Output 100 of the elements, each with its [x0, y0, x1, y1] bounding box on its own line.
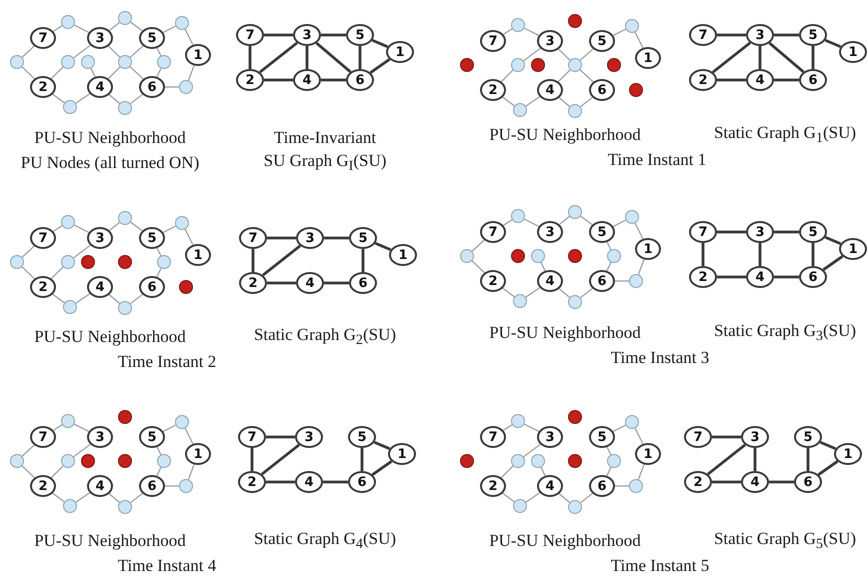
caption: Time Instant 3 [610, 348, 710, 368]
active-primary-node [61, 255, 75, 269]
connector-line [502, 492, 515, 502]
user-node: 6 [794, 471, 822, 493]
connector-line [812, 46, 814, 69]
active-primary-node [81, 55, 95, 69]
user-node: 6 [349, 272, 377, 294]
user-node: 5 [346, 24, 374, 46]
user-node: 7 [684, 426, 712, 448]
connector-line [580, 216, 593, 226]
connector-line [500, 466, 514, 478]
connector-line [612, 220, 626, 227]
active-primary-node [10, 55, 24, 69]
connector-line [53, 25, 62, 32]
connector-line [758, 243, 762, 266]
caption: PU Nodes (all turned ON) [20, 153, 200, 173]
connector-line [606, 242, 612, 250]
connector-line [540, 262, 546, 272]
active-primary-node [179, 80, 193, 94]
connector-line [634, 428, 644, 444]
connector-line [558, 288, 570, 298]
connector-line [73, 244, 91, 258]
user-node: 4 [87, 475, 113, 497]
active-primary-node [61, 454, 75, 468]
connector-line [558, 493, 570, 503]
connector-line [502, 288, 515, 298]
caption: PU-SU Neighborhood [34, 327, 186, 347]
user-node: 7 [480, 426, 506, 448]
inactive-primary-node [568, 410, 582, 424]
connector-line [50, 66, 64, 80]
active-primary-node [61, 55, 75, 69]
connector-line [162, 226, 176, 233]
connector-line [109, 22, 120, 31]
active-primary-node [118, 101, 132, 115]
caption: SU Graph G$_{I}$(SU) [264, 150, 386, 176]
connector-line [324, 282, 349, 284]
connector-line [526, 287, 540, 298]
connector-line [612, 28, 626, 36]
connector-line [606, 467, 612, 476]
user-node: 1 [839, 238, 867, 260]
user-node: 5 [139, 27, 165, 49]
connector-line [634, 223, 644, 240]
connector-line [50, 466, 64, 478]
user-node: 3 [87, 227, 113, 249]
connector-line [717, 276, 746, 278]
connector-line [523, 444, 541, 458]
connector-line [264, 78, 293, 82]
inactive-primary-node [460, 58, 474, 72]
connector-line [52, 294, 65, 304]
connector-line [503, 424, 512, 431]
connector-line [818, 460, 838, 476]
user-node: 4 [296, 272, 324, 294]
caption: PU-SU Neighborhood [489, 531, 641, 551]
inactive-primary-node [81, 255, 95, 269]
active-primary-node [513, 499, 527, 513]
connector-line [774, 34, 799, 36]
connector-line [822, 255, 844, 271]
user-node: 2 [689, 266, 717, 288]
connector-line [73, 444, 91, 458]
connector-line [768, 42, 804, 73]
connector-line [53, 225, 62, 232]
connector-line [130, 294, 143, 304]
connector-line [50, 266, 64, 280]
user-node: 4 [537, 270, 563, 292]
active-primary-node [179, 479, 193, 493]
active-primary-node [511, 209, 525, 223]
connector-line [262, 244, 301, 276]
active-primary-node [61, 15, 75, 29]
connector-line [130, 222, 143, 232]
connector-line [252, 249, 254, 272]
connector-line [503, 219, 512, 226]
connector-line [22, 46, 35, 58]
user-node: 5 [799, 24, 827, 46]
connector-line [370, 58, 390, 74]
user-node: 6 [589, 270, 615, 292]
connector-line [360, 448, 364, 471]
active-primary-node [629, 274, 643, 288]
user-node: 2 [239, 272, 267, 294]
user-node: 5 [139, 426, 165, 448]
connector-line [774, 78, 799, 82]
active-primary-node [63, 100, 77, 114]
user-node: 2 [236, 69, 264, 91]
active-primary-node [118, 11, 132, 25]
connector-line [472, 260, 485, 274]
connector-line [321, 34, 346, 36]
user-node: 2 [238, 471, 266, 493]
user-node: 3 [296, 227, 324, 249]
user-node: 1 [185, 244, 211, 266]
connector-line [22, 444, 35, 457]
user-node: 3 [741, 426, 769, 448]
active-primary-node [63, 300, 77, 314]
connector-line [472, 240, 485, 252]
user-node: 4 [87, 76, 113, 98]
active-primary-node [531, 454, 545, 468]
active-primary-node [175, 415, 189, 429]
user-node: 7 [30, 426, 56, 448]
connector-line [259, 42, 298, 74]
connector-line [156, 467, 162, 476]
active-primary-node [513, 103, 527, 117]
active-primary-node [157, 255, 171, 269]
